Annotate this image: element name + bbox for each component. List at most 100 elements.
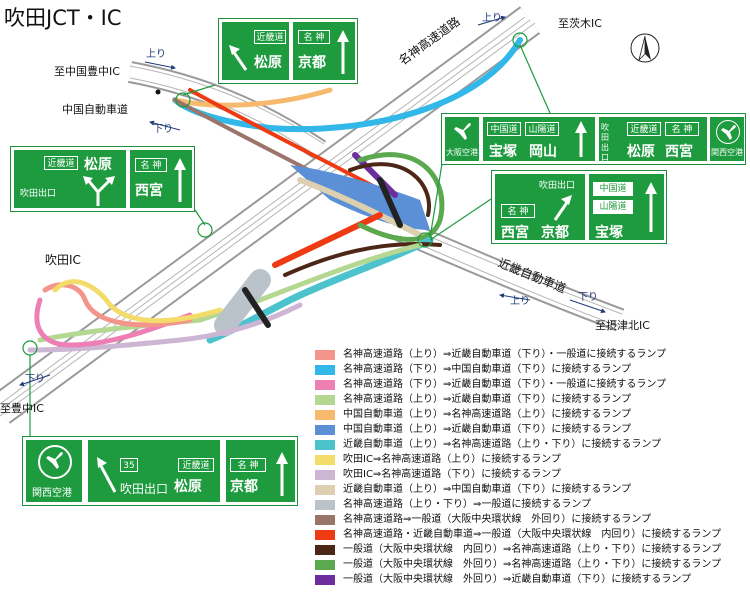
sign-3-dest-nishinomiya: 西宮: [665, 144, 693, 160]
legend-text: 名神高速道路（上り・下り）⇒一般道に接続するランプ: [343, 499, 592, 510]
legend-swatch: [315, 575, 335, 585]
sign-3-panel-kansai-airport: 関西空港: [710, 117, 744, 161]
chugoku-junction-dot: [155, 89, 161, 95]
legend-item: 近畿自動車道（上り）⇒名神高速道路（上り・下り）に接続するランプ: [315, 439, 750, 451]
sign-4-route-meishin: 名 神: [501, 204, 535, 218]
sign-5-dest-matsubara: 松原: [174, 479, 202, 495]
legend-swatch: [315, 365, 335, 375]
legend-text: 中国自動車道（上り）⇒近畿自動車道（下り）に接続するランプ: [343, 424, 632, 435]
sign-2-dest-matsubara: 松原: [84, 157, 112, 173]
dir-down-chugoku: 下り: [153, 124, 173, 135]
label-chugoku-expressway: 中国自動車道: [62, 103, 128, 116]
airplane-circle-icon: [716, 120, 740, 144]
legend-text: 一般道（大阪中央環状線 内回り）⇒名神高速道路（上り・下り）に接続するランプ: [343, 544, 722, 555]
sign-2-panel-kinki: 近畿道 松原 吹田出口: [14, 150, 126, 208]
label-to-settsu-kita: 至摂津北IC: [595, 319, 650, 332]
sign-4-dest-takarazuka: 宝塚: [595, 225, 623, 241]
sign-pointers: [22, 32, 551, 436]
compass-icon: [630, 33, 660, 63]
sign-3-route-meishin: 名 神: [665, 122, 699, 136]
legend-item: 中国自動車道（上り）⇒近畿自動車道（下り）に接続するランプ: [315, 424, 750, 436]
legend-item: 名神高速道路（下り）⇒近畿自動車道（下り）・一般道に接続するランプ: [315, 379, 750, 391]
arrow-up-icon: [575, 121, 587, 157]
sign-3-route-chugoku: 中国道: [487, 122, 521, 136]
sign-1-panel-kinki: 近畿道 松原: [222, 22, 289, 80]
legend-item: 名神高速道路（上り・下り）⇒一般道に接続するランプ: [315, 499, 750, 511]
dir-up-kinki: 上り: [510, 296, 530, 307]
sign-4-route-sanyo: 山陽道: [593, 200, 633, 214]
sign-5-route-kinki: 近畿道: [178, 458, 214, 472]
sign-5-kansai-airport-label: 関西空港: [32, 488, 72, 499]
sign-3-exit-label: 吹田出口: [601, 123, 609, 162]
sign-5: 関西空港 35 近畿道 吹田出口 松原 名 神 京都: [22, 436, 298, 506]
arrow-up-icon: [645, 182, 657, 232]
legend-item: 吹田IC⇒名神高速道路（下り）に接続するランプ: [315, 469, 750, 481]
sign-2-route-kinki: 近畿道: [44, 156, 78, 170]
page-title: 吹田JCT・IC: [4, 6, 122, 30]
legend-swatch: [315, 425, 335, 435]
sign-1-panel-meishin: 名 神 京都: [293, 22, 355, 80]
sign-3: 大阪空港 中国道 山陽道 宝塚 岡山 吹田出口 近畿道 名 神 松原 西宮 関西…: [441, 113, 746, 165]
legend-item: 近畿自動車道（上り）⇒中国自動車道（下り）に接続するランプ: [315, 484, 750, 496]
sign-1: 近畿道 松原 名 神 京都: [218, 18, 358, 84]
legend-swatch: [315, 350, 335, 360]
sign-2-panel-meishin: 名 神 西宮: [130, 150, 192, 208]
sign-4-exit-label: 吹田出口: [539, 181, 576, 191]
legend-swatch: [315, 440, 335, 450]
legend-text: 近畿自動車道（上り）⇒中国自動車道（下り）に接続するランプ: [343, 484, 632, 495]
label-to-toyonaka: 至豊中IC: [0, 402, 44, 415]
sign-3-osaka-airport-label: 大阪空港: [446, 148, 478, 157]
sign-5-panel-meishin: 名 神 京都: [226, 440, 295, 502]
dir-down-meishin: 下り: [25, 374, 45, 385]
ramps: [27, 37, 523, 353]
legend-text: 名神高速道路（上り）⇒近畿自動車道（下り）・一般道に接続するランプ: [343, 349, 667, 360]
sign-1-dest-matsubara: 松原: [254, 55, 282, 71]
arrow-up-right-icon: [553, 195, 572, 221]
airplane-icon: [46, 452, 63, 469]
airplane-icon: [454, 123, 471, 140]
legend-swatch: [315, 410, 335, 420]
legend-swatch: [315, 545, 335, 555]
dir-up-meishin: 上り: [482, 13, 502, 24]
fork-arrow-icon: [83, 176, 115, 206]
label-to-ibaraki: 至茨木IC: [558, 17, 602, 30]
legend-text: 近畿自動車道（上り）⇒名神高速道路（上り・下り）に接続するランプ: [343, 439, 662, 450]
legend-text: 一般道（大阪中央環状線 外回り）⇒名神高速道路（上り・下り）に接続するランプ: [343, 559, 722, 570]
sign-3-panel-osaka-airport: 大阪空港: [445, 117, 479, 161]
sign-1-dest-kyoto: 京都: [298, 55, 326, 71]
sign-3-dest-matsubara: 松原: [627, 144, 655, 160]
legend-swatch: [315, 515, 335, 525]
arrow-up-icon: [276, 452, 288, 496]
legend-swatch: [315, 470, 335, 480]
legend-swatch: [315, 560, 335, 570]
legend-item: 吹田IC⇒名神高速道路（上り）に接続するランプ: [315, 454, 750, 466]
legend-item: 中国自動車道（上り）⇒名神高速道路（上り）に接続するランプ: [315, 409, 750, 421]
legend-swatch: [315, 380, 335, 390]
legend-item: 名神高速道路（下り）⇒中国自動車道（下り）に接続するランプ: [315, 364, 750, 376]
sign-3-panel-kinki-meishin: 吹田出口 近畿道 名 神 松原 西宮: [599, 117, 707, 162]
legend-text: 中国自動車道（上り）⇒名神高速道路（上り）に接続するランプ: [343, 409, 632, 420]
dir-down-kinki: 下り: [578, 292, 598, 303]
sign-3-route-sanyo: 山陽道: [525, 122, 559, 136]
legend-swatch: [315, 530, 335, 540]
legend-text: 名神高速道路・近畿自動車道⇒一般道（大阪中央環状線 内回り）に接続するランプ: [343, 529, 722, 540]
sign-3-kansai-airport-label: 関西空港: [711, 148, 743, 157]
legend-text: 吹田IC⇒名神高速道路（上り）に接続するランプ: [343, 454, 562, 465]
legend-item: 名神高速道路（上り）⇒近畿自動車道（下り）・一般道に接続するランプ: [315, 349, 750, 361]
label-suita-ic: 吹田IC: [45, 253, 81, 267]
sign-5-route-meishin: 名 神: [230, 458, 266, 472]
legend-item: 一般道（大阪中央環状線 内回り）⇒名神高速道路（上り・下り）に接続するランプ: [315, 544, 750, 556]
arrow-up-left-icon: [97, 457, 117, 493]
legend-item: 名神高速道路⇒一般道（大阪中央環状線 外回り）に接続するランプ: [315, 514, 750, 526]
sign-4-dest-nishinomiya: 西宮: [501, 225, 529, 241]
sign-2-route-meishin: 名 神: [135, 158, 167, 172]
sign-2-dest-nishinomiya: 西宮: [135, 183, 163, 199]
dir-up-chugoku: 上り: [146, 49, 166, 60]
sign-1-route-meishin: 名 神: [298, 30, 330, 44]
legend-item: 名神高速道路・近畿自動車道⇒一般道（大阪中央環状線 内回り）に接続するランプ: [315, 529, 750, 541]
legend-text: 一般道（大阪中央環状線 外回り）⇒近畿自動車道（下り）に接続するランプ: [343, 574, 692, 585]
legend-swatch: [315, 485, 335, 495]
legend-text: 名神高速道路（上り）⇒近畿自動車道（下り）に接続するランプ: [343, 394, 632, 405]
label-to-chugoku-toyonaka: 至中国豊中IC: [54, 65, 120, 78]
